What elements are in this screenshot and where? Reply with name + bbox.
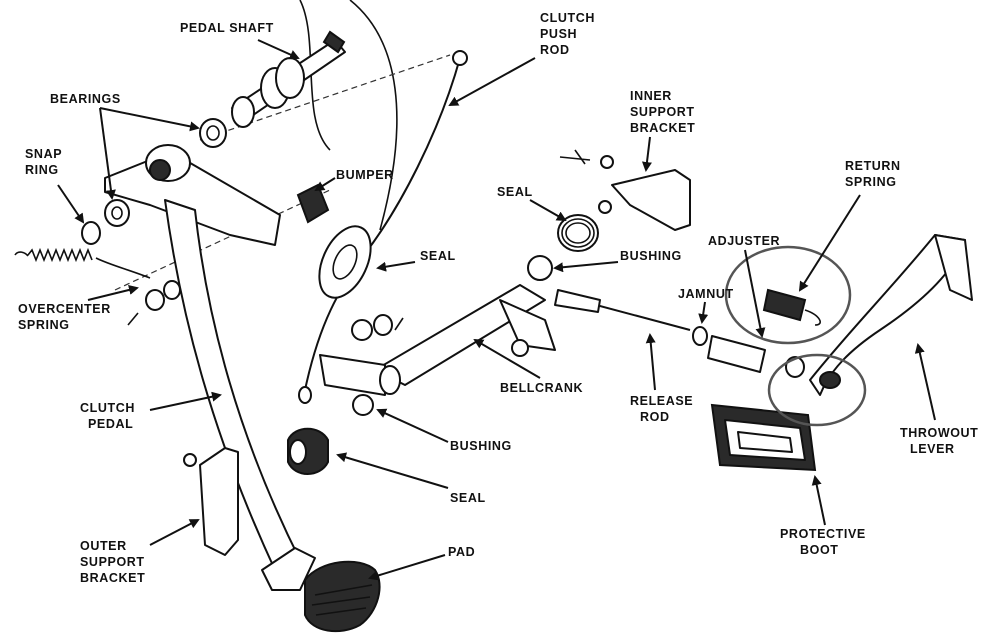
label-pedal-shaft: PEDAL SHAFT [180, 21, 274, 35]
leader-push-rod [448, 57, 536, 106]
leader-overcenter [87, 285, 139, 301]
jamnut-part [692, 326, 708, 346]
label-push-rod-2: PUSH [540, 27, 577, 41]
seal-grommet [318, 225, 372, 299]
label-bellcrank: BELLCRANK [500, 381, 583, 395]
bumper [296, 183, 330, 224]
leader-jamnut [698, 301, 709, 324]
label-inner-support-2: SUPPORT [630, 105, 695, 119]
label-jamnut: JAMNUT [678, 287, 734, 301]
leader-seal-upper [376, 261, 416, 272]
label-seal-upper: SEAL [420, 249, 456, 263]
background-outline-2 [349, 0, 398, 231]
label-pad: PAD [448, 545, 475, 559]
leader-release-rod [645, 333, 656, 391]
label-outer-support-1: OUTER [80, 539, 127, 553]
alignment-line-2 [199, 54, 451, 141]
label-return-spring-2: SPRING [845, 175, 897, 189]
bearing-upper [199, 118, 227, 148]
cotter-pin-2 [394, 317, 404, 331]
leader-seal-lower [336, 452, 449, 489]
highlight-adjuster-end [767, 353, 867, 427]
leader-bearings-a [99, 107, 200, 132]
label-outer-support-3: BRACKET [80, 571, 145, 585]
leader-bellcrank [473, 338, 541, 379]
leader-inner-support [641, 136, 652, 172]
leader-bushing-upper [553, 261, 619, 273]
label-overcenter-2: SPRING [18, 318, 70, 332]
leader-return-spring [798, 194, 861, 292]
leader-bearings-b [99, 107, 116, 200]
pedal-bracket [104, 144, 281, 246]
bearing-lower [104, 199, 130, 227]
background-outline [299, 0, 331, 151]
label-bumper: BUMPER [336, 168, 394, 182]
throwout-lever-part [809, 234, 973, 396]
pedal-shaft [231, 30, 346, 128]
label-seal-mid: SEAL [497, 185, 533, 199]
seal-coil [557, 214, 599, 252]
label-outer-support-2: SUPPORT [80, 555, 145, 569]
label-release-rod-2: ROD [640, 410, 670, 424]
label-return-spring-1: RETURN [845, 159, 901, 173]
label-seal-lower: SEAL [450, 491, 486, 505]
bellcrank [319, 284, 556, 396]
highlight-return-spring [724, 245, 852, 345]
label-inner-support-3: BRACKET [630, 121, 695, 135]
pedal-pad [261, 547, 381, 633]
washer-2 [163, 280, 181, 300]
leader-snap-ring [57, 184, 85, 224]
return-spring-part [762, 288, 821, 326]
protective-boot-part [710, 403, 817, 472]
label-throwout-2: LEVER [910, 442, 955, 456]
label-adjuster: ADJUSTER [708, 234, 780, 248]
leader-adjuster [744, 249, 766, 338]
washer [145, 289, 165, 311]
leader-throwout [914, 343, 936, 421]
outer-support-bracket-part [183, 447, 239, 556]
leader-bushing-lower [376, 408, 449, 443]
label-push-rod-3: ROD [540, 43, 570, 57]
bushing-lower [352, 394, 374, 416]
label-clutch-pedal-1: CLUTCH [80, 401, 135, 415]
label-throwout-1: THROWOUT [900, 426, 978, 440]
label-boot-1: PROTECTIVE [780, 527, 866, 541]
leader-outer-support [149, 519, 200, 546]
leader-pad [368, 554, 446, 581]
seal-lower [287, 427, 329, 475]
inner-support-bracket [559, 149, 691, 231]
bushing-upper [527, 255, 553, 281]
snap-ring [81, 221, 101, 245]
label-boot-2: BOOT [800, 543, 839, 557]
leader-bumper [314, 177, 336, 192]
label-snap-ring-1: SNAP [25, 147, 62, 161]
leader-pedal-shaft [257, 39, 300, 60]
label-bushing-lower: BUSHING [450, 439, 512, 453]
nut [511, 339, 529, 357]
label-overcenter-1: OVERCENTER [18, 302, 111, 316]
label-push-rod-1: CLUTCH [540, 11, 595, 25]
leader-boot [811, 475, 826, 526]
cotter-pin [127, 312, 139, 326]
leader-seal-mid [529, 199, 567, 221]
washer-4 [373, 314, 393, 336]
label-clutch-pedal-2: PEDAL [88, 417, 133, 431]
label-bushing-upper: BUSHING [620, 249, 682, 263]
label-bearings: BEARINGS [50, 92, 121, 106]
overcenter-spring [14, 247, 151, 279]
label-release-rod-1: RELEASE [630, 394, 693, 408]
label-snap-ring-2: RING [25, 163, 59, 177]
leader-clutch-pedal [149, 391, 222, 411]
washer-3 [351, 319, 373, 341]
release-rod [554, 289, 691, 331]
label-inner-support-1: INNER [630, 89, 672, 103]
